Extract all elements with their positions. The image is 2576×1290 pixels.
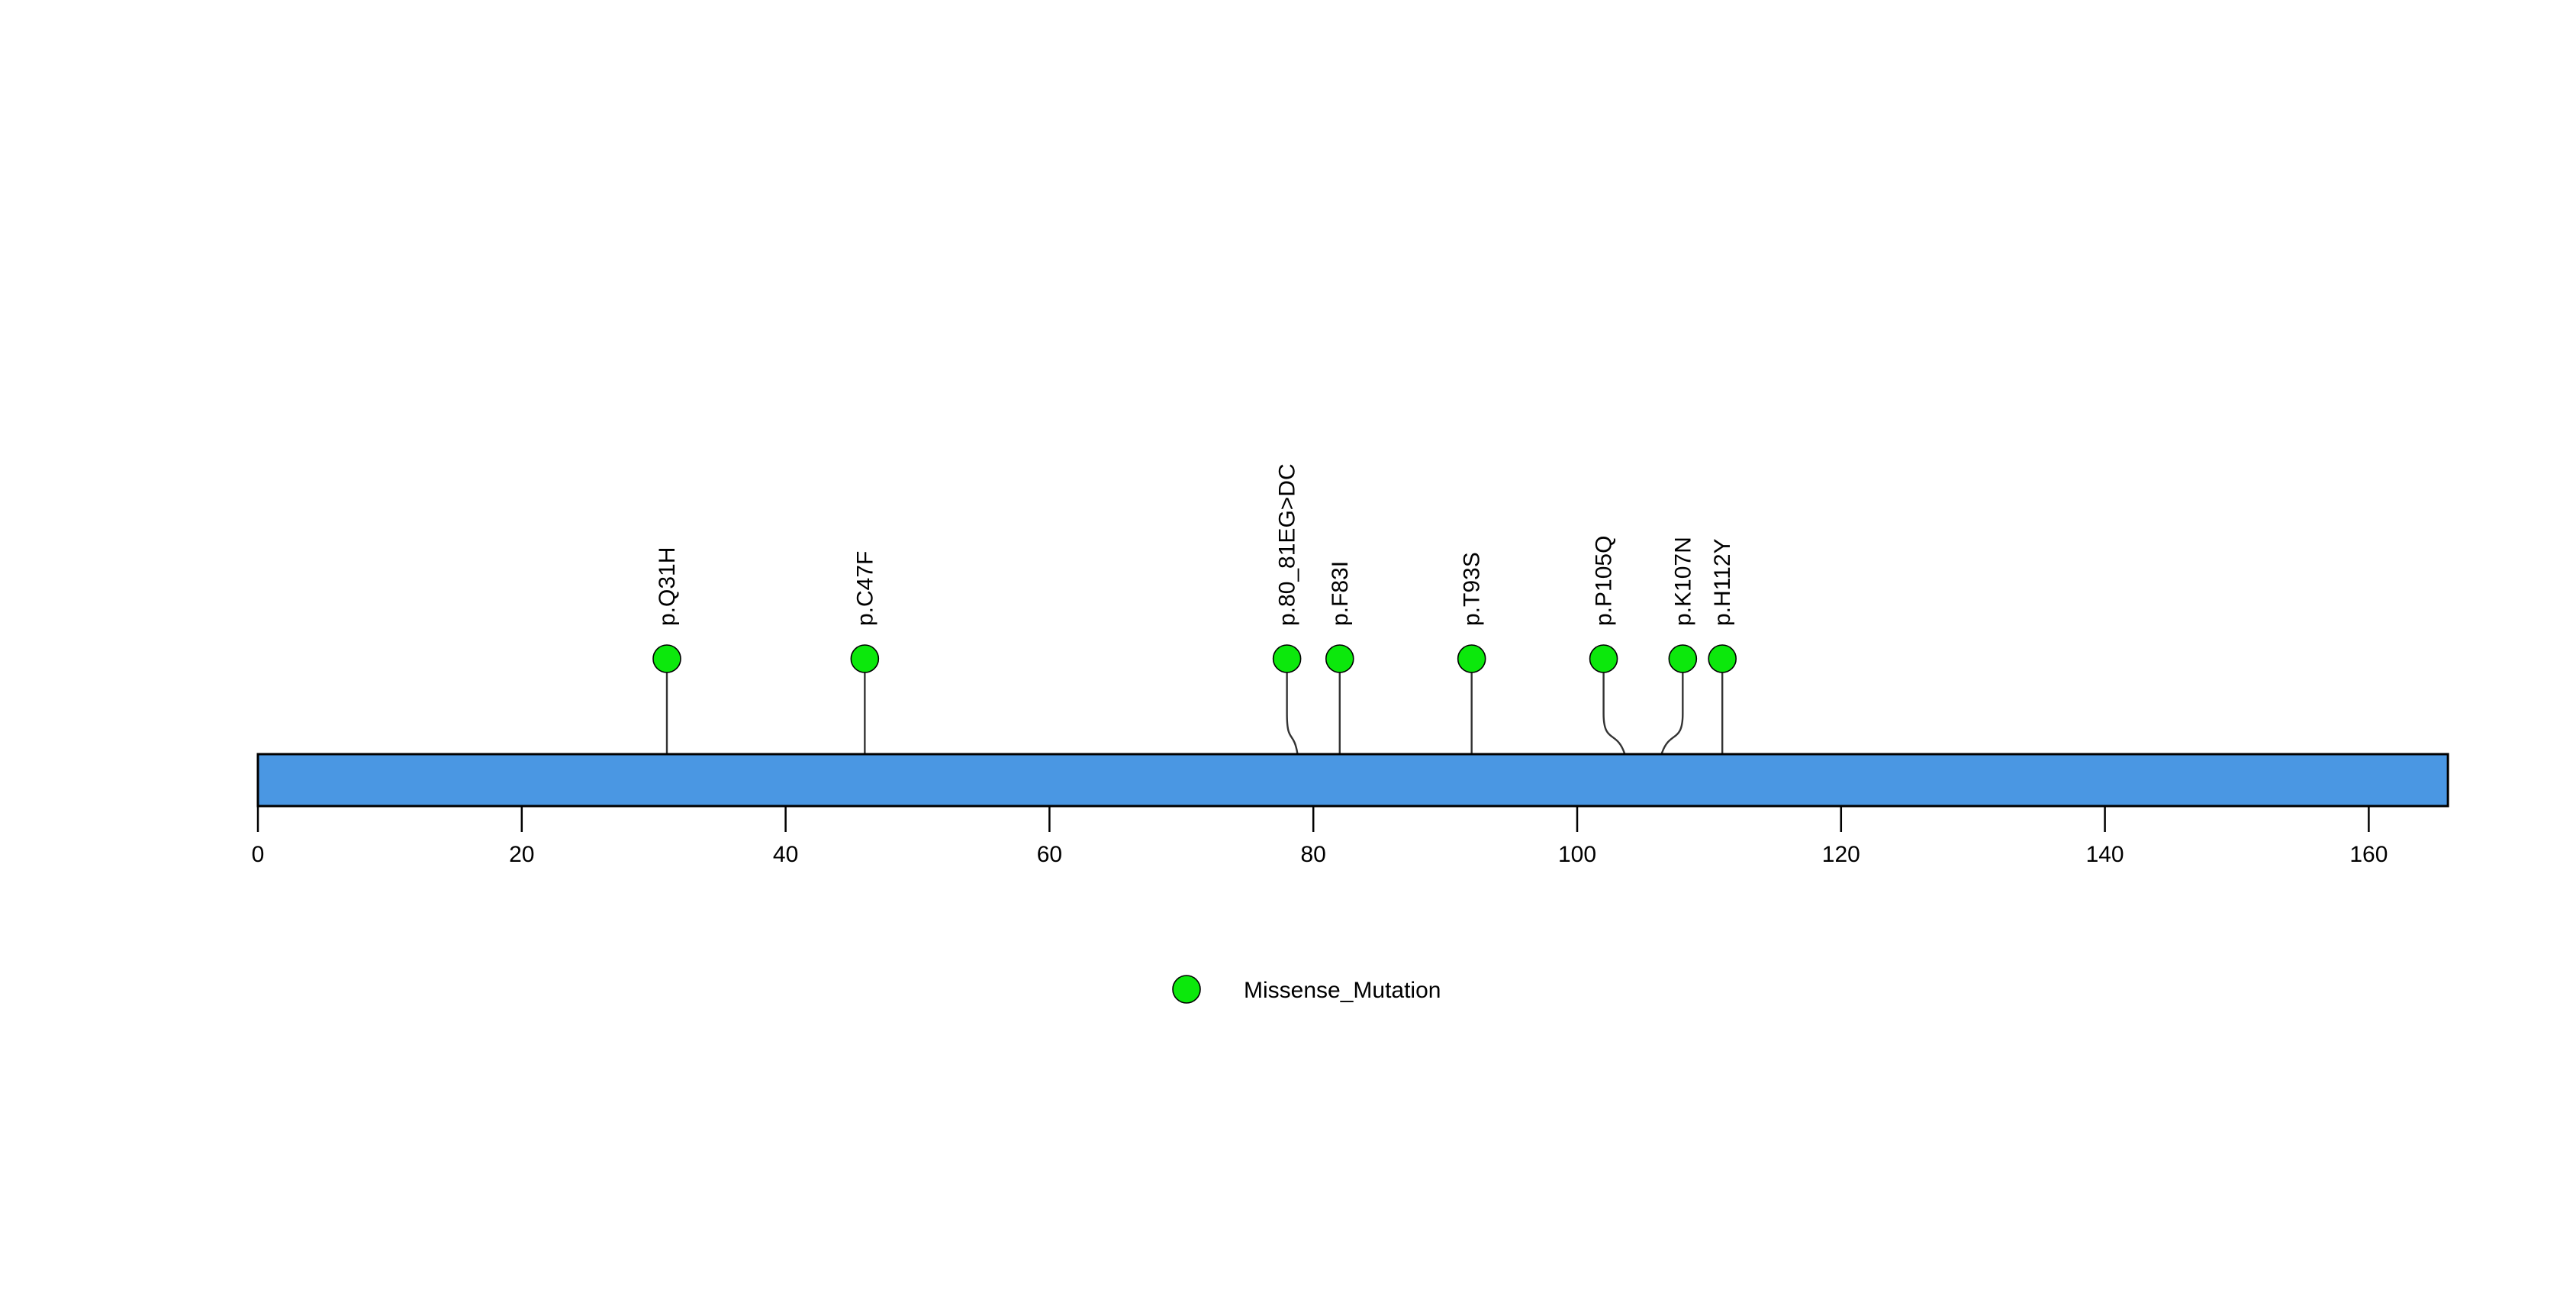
mutation-label: p.P105Q (1592, 536, 1617, 626)
lollipop-head[interactable] (1668, 644, 1698, 673)
lollipop-head[interactable] (1272, 644, 1302, 673)
mutation-label: p.C47F (852, 551, 877, 626)
protein-domain-bar[interactable] (256, 753, 2449, 808)
mutation-label: p.K107N (1670, 537, 1695, 626)
protein-bar-layer (256, 753, 2449, 808)
mutation-label: p.Q31H (655, 547, 680, 626)
mutation-label: p.T93S (1460, 552, 1485, 626)
x-axis-tick-label: 120 (1822, 842, 1860, 867)
lollipop-head[interactable] (1589, 644, 1618, 673)
mutation-label: p.80_81EG>DC (1275, 463, 1300, 626)
lollipop-heads-layer (652, 644, 1737, 673)
x-axis-tick-label: 0 (252, 842, 265, 867)
mutation-label: p.H112Y (1710, 538, 1735, 626)
lollipop-head[interactable] (1325, 644, 1354, 673)
x-axis-tick-label: 20 (509, 842, 534, 867)
x-axis-tick-label: 60 (1037, 842, 1062, 867)
x-axis-tick-label: 140 (2086, 842, 2124, 867)
legend-marker-missense[interactable] (1172, 975, 1201, 1004)
x-axis-tick-label: 100 (1558, 842, 1596, 867)
x-axis-tick-label: 160 (2349, 842, 2388, 867)
x-axis-tick-label: 40 (773, 842, 798, 867)
mutation-label: p.F83I (1328, 561, 1353, 626)
lollipop-head[interactable] (850, 644, 880, 673)
lollipop-head[interactable] (652, 644, 681, 673)
x-axis-tick-label: 80 (1301, 842, 1326, 867)
x-axis-layer: 0 20 40 60 80 100 120 140 160 (252, 806, 2388, 867)
mutation-labels-layer: p.Q31H p.C47F p.80_81EG>DC p.F83I p.T93S p.P1… (655, 463, 1735, 626)
legend-label-missense: Missense_Mutation (1244, 978, 1441, 1003)
legend-layer: Missense_Mutation (1172, 975, 1441, 1004)
lollipop-head[interactable] (1708, 644, 1737, 673)
lollipop-head[interactable] (1457, 644, 1486, 673)
